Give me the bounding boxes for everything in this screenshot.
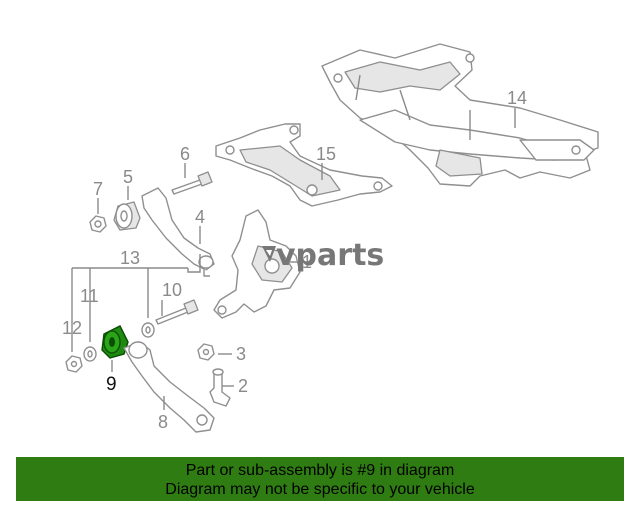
part-1-knuckle[interactable] [213, 209, 301, 319]
callout-11[interactable]: 11 [80, 286, 99, 306]
vparts-watermark: vparts [262, 238, 384, 273]
part-6-bolt[interactable] [171, 171, 213, 195]
callout-2[interactable]: 2 [238, 376, 248, 396]
part-15-crossmember[interactable] [215, 123, 393, 207]
callout-8[interactable]: 8 [158, 412, 168, 432]
banner-line-2: Diagram may not be specific to your vehi… [165, 481, 475, 498]
part-2-ball-joint[interactable] [209, 368, 231, 407]
callout-5[interactable]: 5 [123, 167, 133, 187]
callout-numbers: 14 15 6 7 5 4 13 1 11 10 12 9 3 2 8 [62, 88, 527, 432]
callout-13[interactable]: 13 [120, 248, 140, 268]
part-7-nut[interactable] [89, 215, 107, 233]
callout-7[interactable]: 7 [93, 179, 103, 199]
callout-12[interactable]: 12 [62, 318, 82, 338]
part-13-washer[interactable] [141, 322, 155, 338]
vparts-logo-icon [262, 246, 276, 262]
watermark-brand: vparts [276, 238, 384, 273]
part-14-subframe[interactable] [321, 43, 599, 187]
callout-10[interactable]: 10 [162, 280, 182, 300]
part-8-lower-arm[interactable] [123, 341, 215, 433]
callout-9-highlighted[interactable]: 9 [106, 374, 117, 395]
banner-line-1: Part or sub-assembly is #9 in diagram [185, 462, 455, 479]
callout-3[interactable]: 3 [236, 344, 246, 364]
callout-15[interactable]: 15 [316, 144, 336, 164]
info-banner: Part or sub-assembly is #9 in diagram Di… [16, 457, 624, 501]
part-11-washer[interactable] [83, 346, 97, 362]
part-5-bushing[interactable] [113, 201, 141, 231]
part-4-control-arm[interactable] [141, 187, 215, 277]
part-10-bolt[interactable] [155, 299, 199, 325]
callout-6[interactable]: 6 [180, 144, 190, 164]
callout-1[interactable]: 1 [302, 252, 312, 272]
part-12-nut[interactable] [65, 355, 83, 373]
part-3-nut[interactable] [197, 343, 215, 361]
parts-diagram: 14 15 6 7 5 4 13 1 11 10 12 9 3 2 8 vpar… [62, 43, 599, 433]
leader-lines [71, 108, 516, 410]
part-9-bushing-highlighted[interactable] [101, 325, 129, 359]
callout-14[interactable]: 14 [507, 88, 527, 108]
callout-4[interactable]: 4 [195, 207, 205, 227]
